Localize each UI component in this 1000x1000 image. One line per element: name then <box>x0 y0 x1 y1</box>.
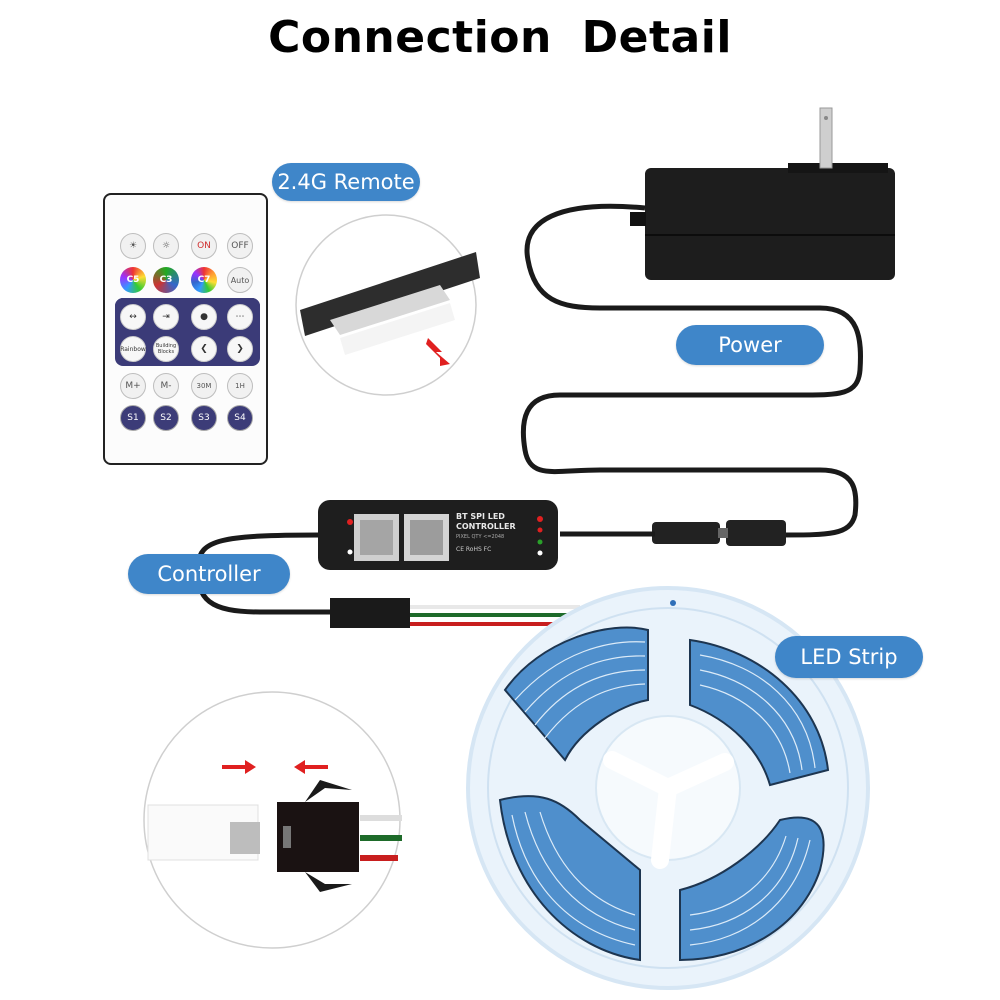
on-button[interactable]: ON <box>191 233 217 259</box>
led-strip-label: LED Strip <box>775 636 923 678</box>
remote-control: ☀ ☼ ON OFF C5 C3 C7 Auto ↔ ⇥ ● ⋯ Rainbow… <box>103 193 268 465</box>
led-strip-reel-icon <box>466 586 870 990</box>
brightness-down-button[interactable]: ☼ <box>153 233 179 259</box>
off-button[interactable]: OFF <box>227 233 253 259</box>
scene-s2-button[interactable]: S2 <box>153 405 179 431</box>
controller-icon <box>318 500 558 570</box>
c5-button[interactable]: C5 <box>120 267 146 293</box>
auto-button[interactable]: Auto <box>227 267 253 293</box>
power-cable <box>520 203 863 538</box>
power-label: Power <box>676 325 824 365</box>
controller-label: Controller <box>128 554 290 594</box>
m-minus-button[interactable]: M- <box>153 373 179 399</box>
right-button[interactable]: ❯ <box>227 336 253 362</box>
remote-label: 2.4G Remote <box>272 163 420 201</box>
m-plus-button[interactable]: M+ <box>120 373 146 399</box>
controller-model-text: BT SPI LED CONTROLLER PIXEL QTY <=2048 C… <box>456 512 516 553</box>
mode-3-button[interactable]: ● <box>191 304 217 330</box>
scene-s1-button[interactable]: S1 <box>120 405 146 431</box>
rainbow-button[interactable]: Rainbow <box>120 336 146 362</box>
building-blocks-button[interactable]: Building Blocks <box>153 336 179 362</box>
timer-1h-button[interactable]: 1H <box>227 373 253 399</box>
mode-1-button[interactable]: ↔ <box>120 304 146 330</box>
left-button[interactable]: ❮ <box>191 336 217 362</box>
brightness-up-button[interactable]: ☀ <box>120 233 146 259</box>
remote-battery-detail-icon <box>295 214 480 396</box>
power-adapter-icon <box>630 107 895 280</box>
scene-s3-button[interactable]: S3 <box>191 405 217 431</box>
jst-connector-icon <box>330 598 580 628</box>
timer-30m-button[interactable]: 30M <box>191 373 217 399</box>
c3-button[interactable]: C3 <box>153 267 179 293</box>
scene-s4-button[interactable]: S4 <box>227 405 253 431</box>
mode-4-button[interactable]: ⋯ <box>227 304 253 330</box>
c7-button[interactable]: C7 <box>191 267 217 293</box>
page-title: Connection Detail <box>268 12 732 63</box>
mode-2-button[interactable]: ⇥ <box>153 304 179 330</box>
connector-detail-icon <box>143 691 402 949</box>
dc-connector-icon <box>652 520 786 546</box>
